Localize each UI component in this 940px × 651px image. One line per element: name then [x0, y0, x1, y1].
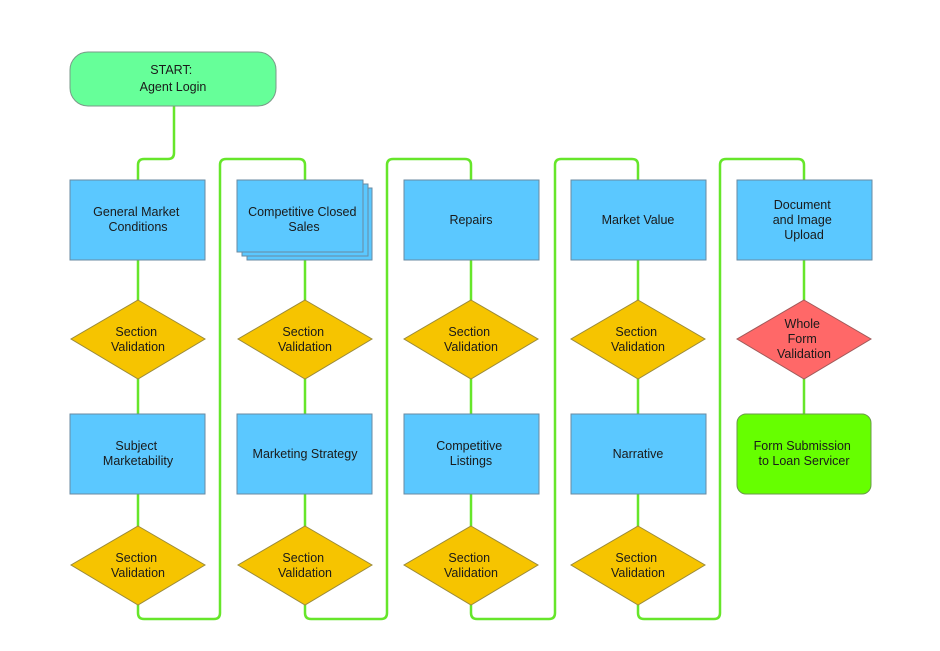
connector-col1-to-col2 — [136, 157, 307, 621]
svg-text:Section Validation: Section Validation — [444, 551, 498, 580]
decision-section-validation: Section Validation — [70, 525, 206, 606]
decision-section-validation: Section Validation — [570, 299, 706, 380]
column-5: Document and Image Upload Whole Form Val… — [736, 179, 873, 495]
start-label: START: Agent Login — [140, 63, 207, 94]
svg-text:Whole Form Val: Whole Form Validation — [777, 317, 831, 361]
svg-text:Marketing Strategy: Marketing Strategy — [253, 447, 359, 461]
svg-text:Competitive Listings: Competitive Listings — [436, 439, 505, 468]
process-subject-marketability: Subject Marketability — [69, 413, 206, 495]
svg-text:Narrative: Narrative — [613, 447, 664, 461]
process-competitive-closed-sales: Competitive Closed Sales — [236, 179, 373, 261]
svg-text:Section Validation: Section Validation — [611, 551, 665, 580]
svg-text:Subject Marketability: Subject Marketability — [103, 439, 174, 468]
process-narrative: Narrative — [570, 413, 707, 495]
process-competitive-listings: Competitive Listings — [403, 413, 540, 495]
process-general-market-conditions: General Market Conditions — [69, 179, 206, 261]
column-4: Market Value Section Validation Narrativ… — [570, 179, 707, 606]
connector-col3-to-col4 — [469, 157, 640, 621]
decision-section-validation: Section Validation — [70, 299, 206, 380]
column-2: Competitive Closed Sales Section Validat… — [236, 179, 373, 606]
svg-text:Section Validation: Section Validation — [611, 325, 665, 354]
svg-text:Market Value: Market Value — [602, 213, 675, 227]
decision-whole-form-validation: Whole Form Validation — [736, 299, 872, 380]
svg-text:General Market Conditi: General Market Conditions — [93, 205, 183, 234]
connectors — [136, 106, 806, 621]
decision-section-validation: Section Validation — [237, 525, 373, 606]
svg-text:Section Validation: Section Validation — [111, 551, 165, 580]
svg-text:Competitive Closed Sal: Competitive Closed Sales — [248, 205, 360, 234]
svg-text:Form Submission to Loa: Form Submission to Loan Servicer — [754, 439, 855, 468]
svg-text:Repairs: Repairs — [449, 213, 492, 227]
terminal-form-submission: Form Submission to Loan Servicer — [736, 413, 872, 495]
process-repairs: Repairs — [403, 179, 540, 261]
connector-col2-to-col3 — [303, 157, 473, 621]
svg-text:Section Validation: Section Validation — [278, 551, 332, 580]
process-marketing-strategy: Marketing Strategy — [236, 413, 373, 495]
column-1: General Market Conditions Section Valida… — [69, 179, 206, 606]
decision-section-validation: Section Validation — [403, 299, 539, 380]
svg-text:Section Validation: Section Validation — [444, 325, 498, 354]
connector-col4-to-col5 — [636, 157, 806, 621]
decision-section-validation: Section Validation — [403, 525, 539, 606]
svg-text:Section Validation: Section Validation — [278, 325, 332, 354]
svg-text:Section Validation: Section Validation — [111, 325, 165, 354]
process-document-image-upload: Document and Image Upload — [736, 179, 873, 261]
decision-section-validation: Section Validation — [237, 299, 373, 380]
svg-text:Document and Image: Document and Image Upload — [773, 198, 836, 242]
process-market-value: Market Value — [570, 179, 707, 261]
connector-start-to-general-market — [136, 106, 176, 180]
column-3: Repairs Section Validation Competitive L… — [403, 179, 540, 606]
decision-section-validation: Section Validation — [570, 525, 706, 606]
start-terminal: START: Agent Login — [69, 51, 277, 107]
